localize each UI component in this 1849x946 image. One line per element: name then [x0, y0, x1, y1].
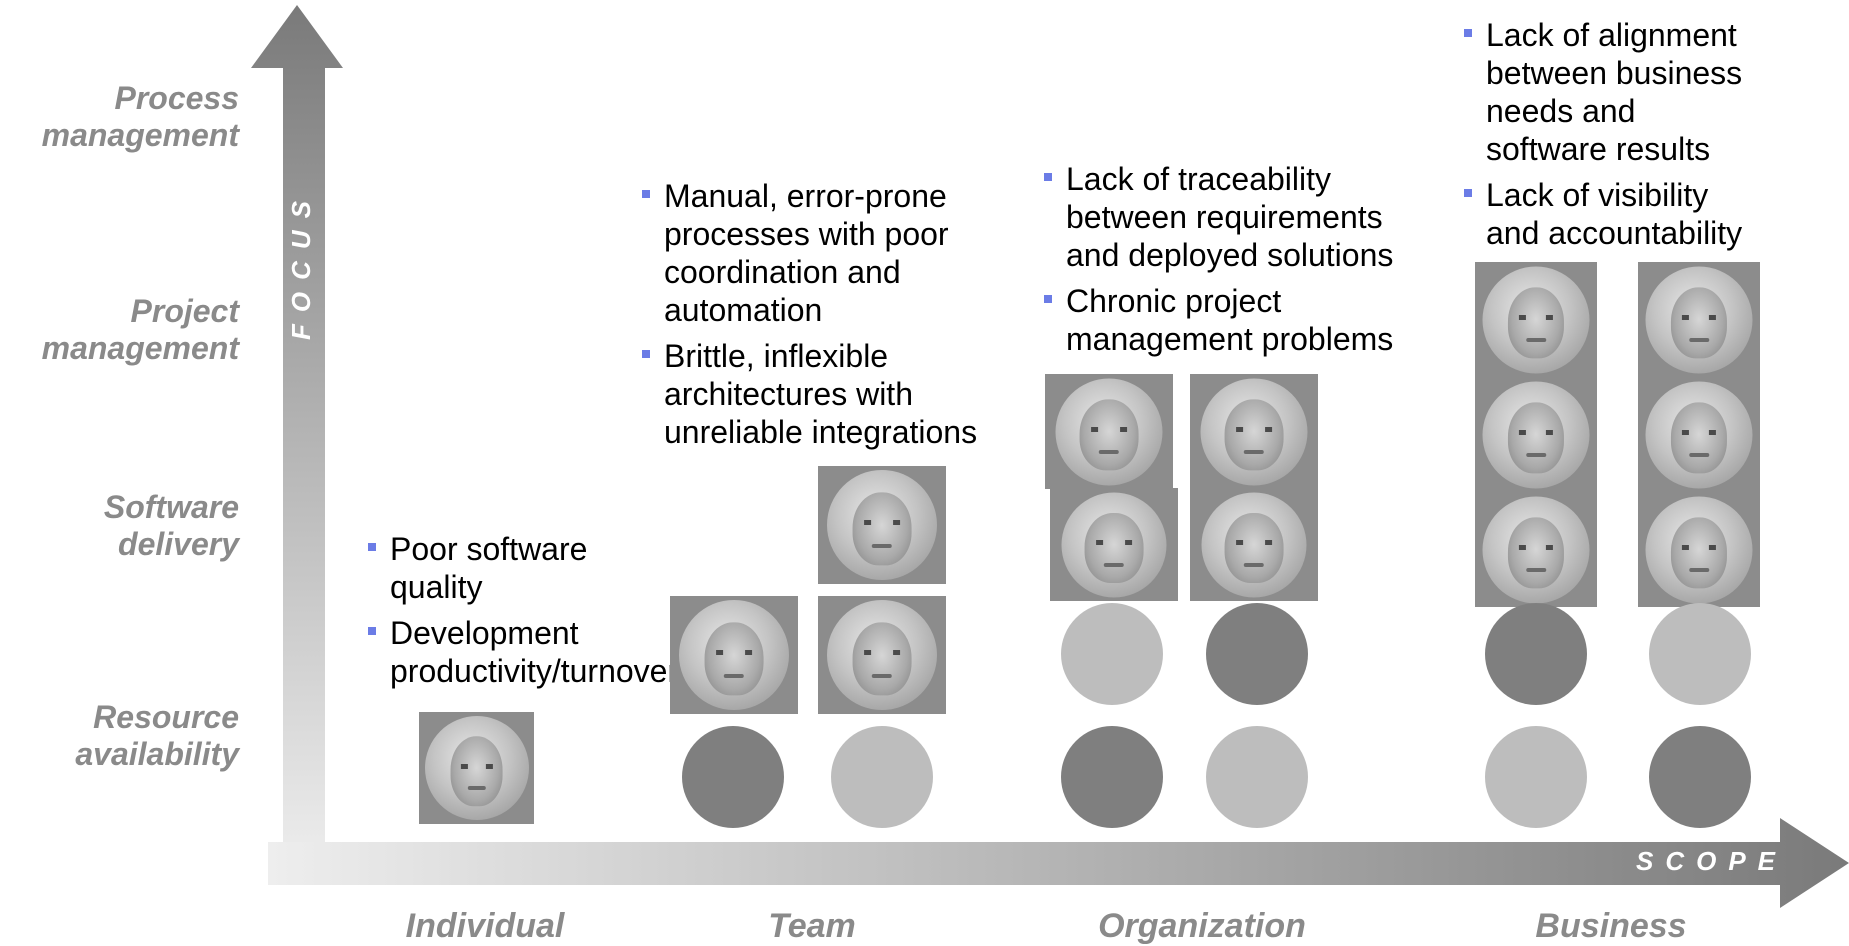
person-photo	[1638, 262, 1760, 377]
dark-circle	[1206, 603, 1308, 705]
bullet-item: Chronic project management problems	[1044, 282, 1393, 358]
dark-circle	[682, 726, 784, 828]
bullet-marker-icon	[368, 543, 376, 551]
y-axis-arrow	[251, 5, 343, 885]
bullet-marker-icon	[1044, 295, 1052, 303]
person-photo	[1638, 492, 1760, 607]
person-photo	[1475, 492, 1597, 607]
bullet-item: Lack of traceability between requirement…	[1044, 160, 1393, 274]
team-challenges: Manual, error-prone processes with poor …	[642, 177, 977, 459]
light-circle	[1485, 726, 1587, 828]
dark-circle	[1649, 726, 1751, 828]
business-challenges: Lack of alignment between business needs…	[1464, 16, 1742, 260]
bullet-marker-icon	[1464, 189, 1472, 197]
person-photo	[419, 712, 534, 824]
person-photo	[1638, 377, 1760, 492]
person-photo	[670, 596, 798, 714]
y-level-resource-availability: Resource availability	[75, 699, 239, 772]
x-axis-arrow	[268, 818, 1849, 908]
x-axis-title: SCOPE	[1636, 846, 1788, 876]
bullet-item: Development productivity/turnover	[368, 614, 678, 690]
bullet-item: Brittle, inflexible architectures with u…	[642, 337, 977, 451]
y-axis-title: FOCUS	[286, 189, 316, 340]
organization-challenges: Lack of traceability between requirement…	[1044, 160, 1393, 366]
x-level-organization: Organization	[1098, 907, 1306, 945]
person-photo	[1475, 377, 1597, 492]
y-level-process-management: Process management	[41, 80, 239, 153]
bullet-item: Poor software quality	[368, 530, 678, 606]
person-photo	[818, 596, 946, 714]
bullet-marker-icon	[642, 190, 650, 198]
bullet-item: Lack of visibility and accountability	[1464, 176, 1742, 252]
person-photo	[1190, 488, 1318, 601]
bullet-marker-icon	[1464, 29, 1472, 37]
bullet-item: Lack of alignment between business needs…	[1464, 16, 1742, 168]
bullet-marker-icon	[642, 350, 650, 358]
bullet-marker-icon	[1044, 173, 1052, 181]
bullet-item: Manual, error-prone processes with poor …	[642, 177, 977, 329]
individual-challenges: Poor software quality Development produc…	[368, 530, 678, 698]
person-photo	[818, 466, 946, 584]
person-photo	[1190, 374, 1318, 489]
x-level-business: Business	[1535, 907, 1687, 945]
x-level-individual: Individual	[405, 907, 565, 945]
dark-circle	[1061, 726, 1163, 828]
y-level-software-delivery: Software delivery	[103, 489, 239, 562]
person-photo	[1045, 374, 1173, 489]
dark-circle	[1485, 603, 1587, 705]
bullet-marker-icon	[368, 627, 376, 635]
light-circle	[1649, 603, 1751, 705]
person-photo	[1475, 262, 1597, 377]
person-photo	[1050, 488, 1178, 601]
light-circle	[831, 726, 933, 828]
light-circle	[1061, 603, 1163, 705]
light-circle	[1206, 726, 1308, 828]
x-level-team: Team	[768, 907, 856, 945]
y-level-project-management: Project management	[41, 293, 239, 366]
